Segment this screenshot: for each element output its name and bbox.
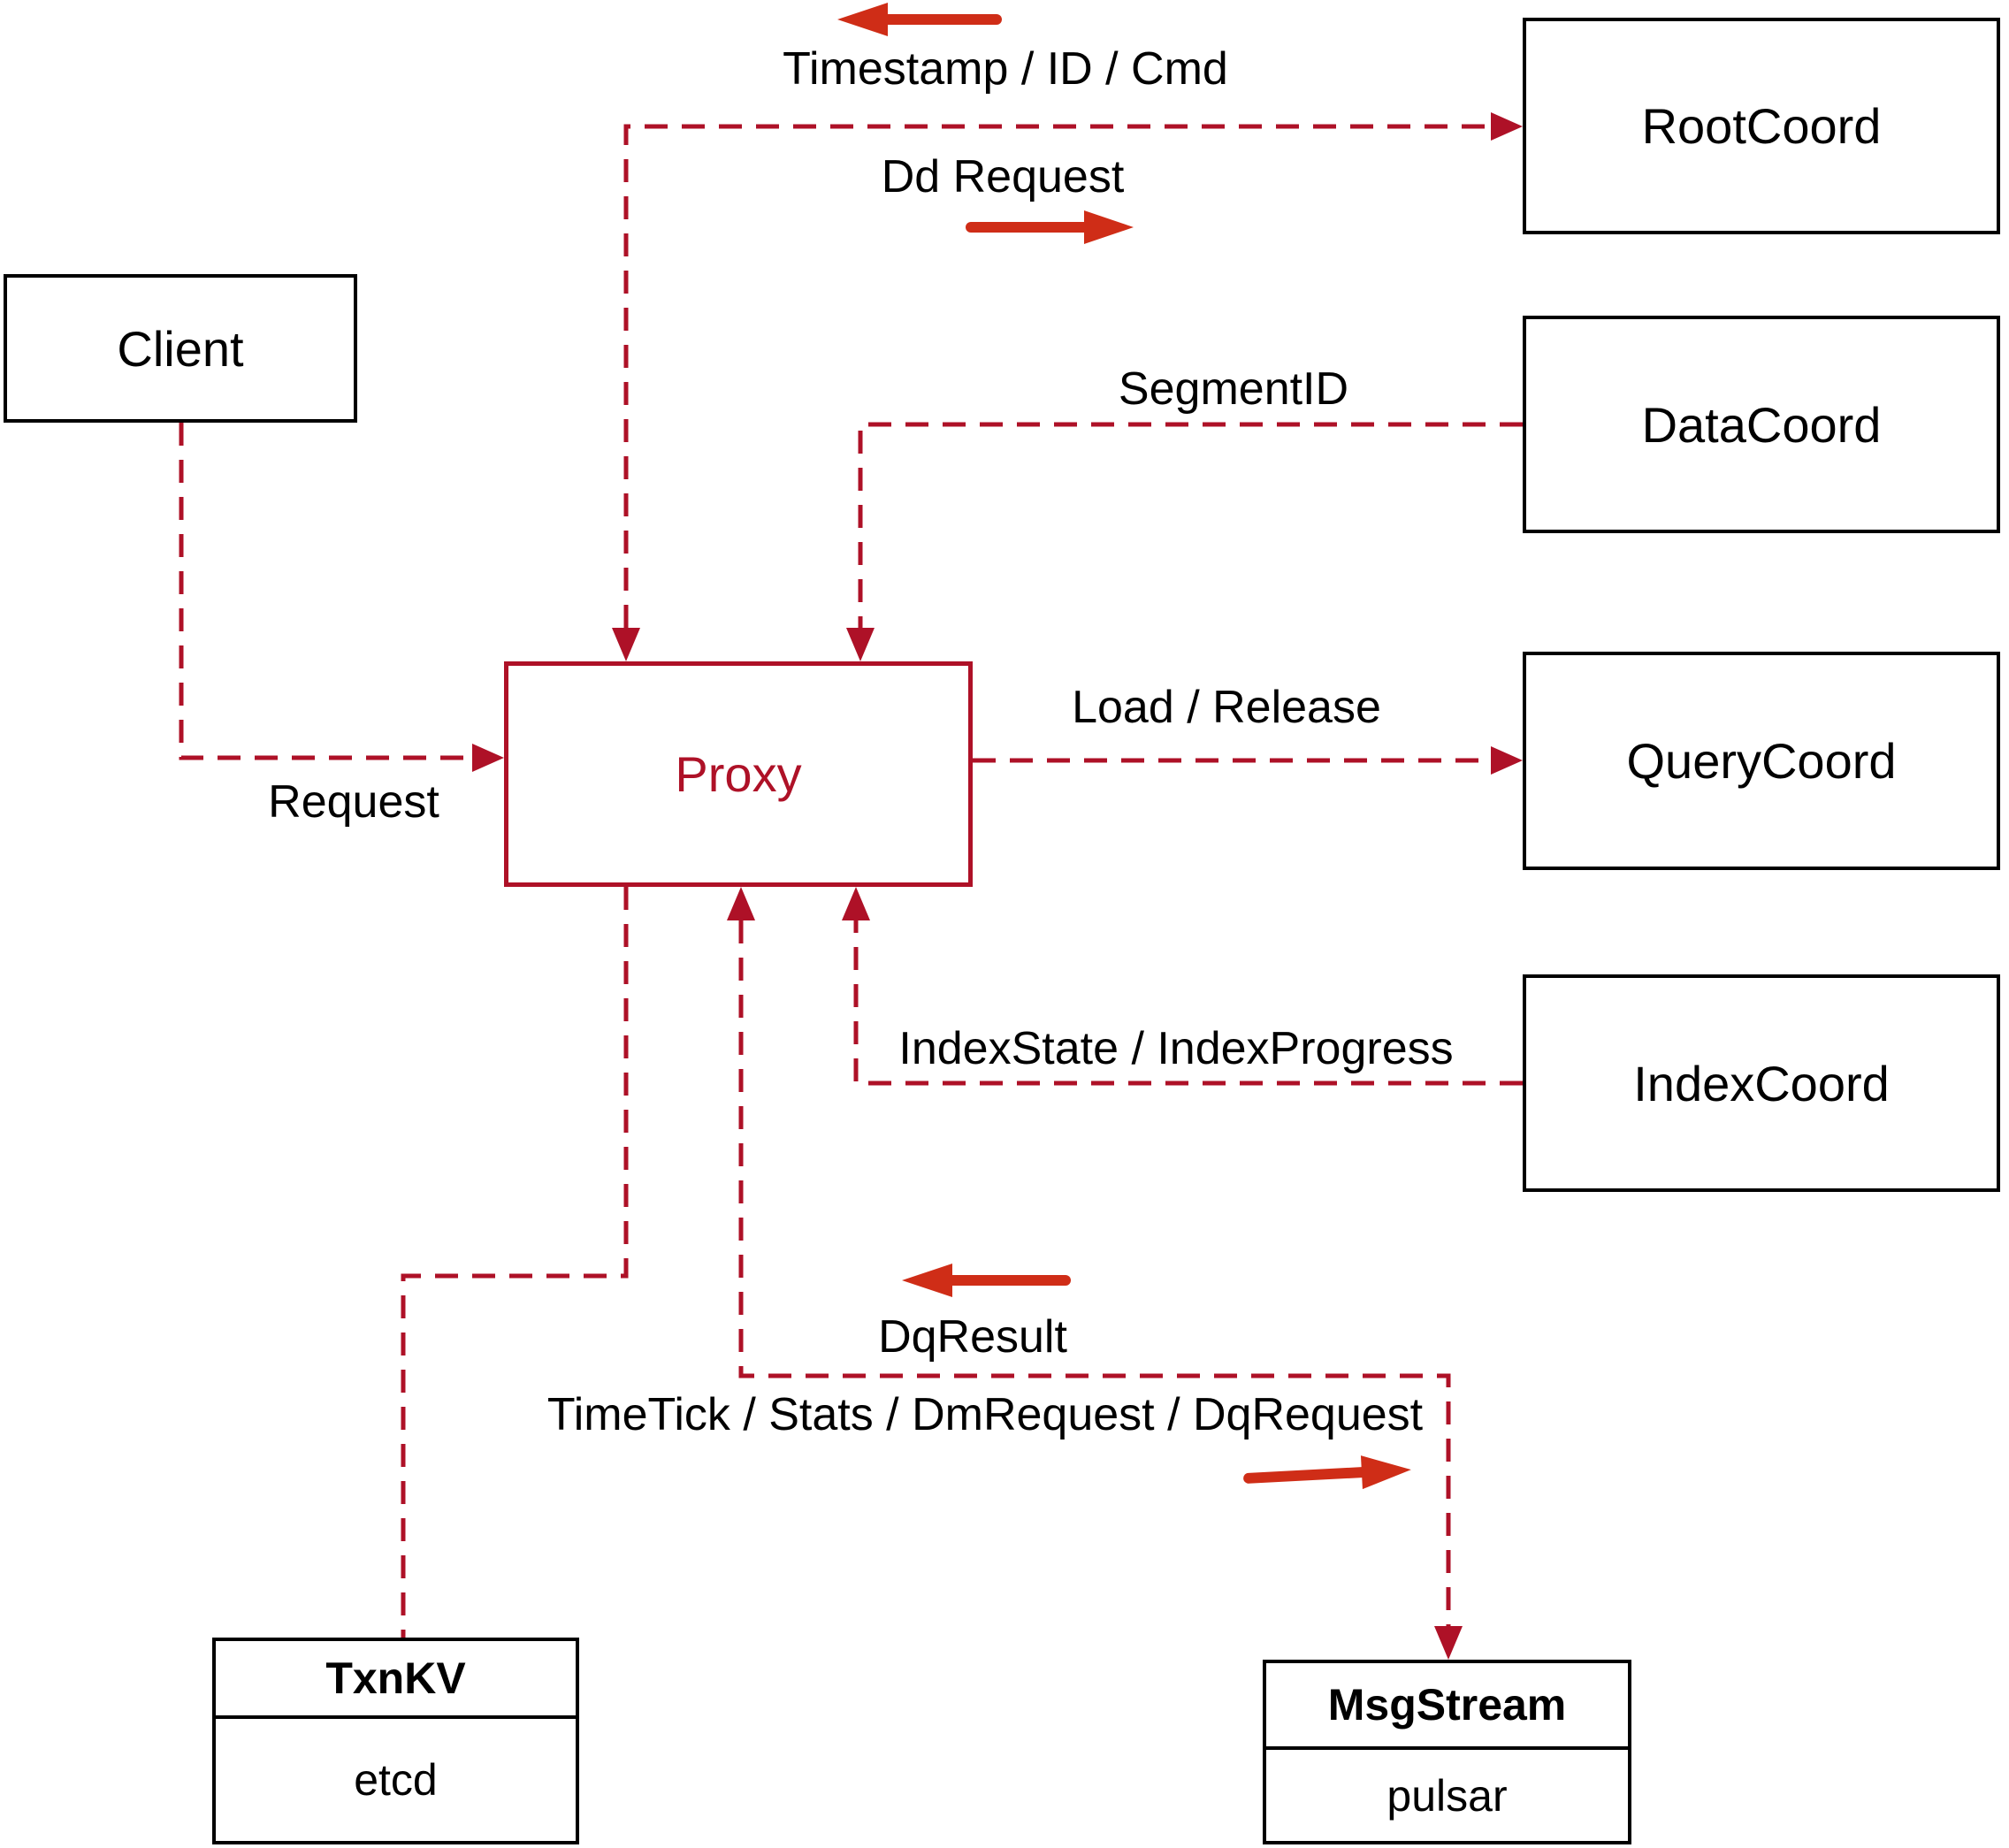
node-indexcoord: IndexCoord [1523, 974, 2000, 1192]
node-datacoord: DataCoord [1523, 316, 2000, 533]
edge-client-proxy [179, 423, 472, 760]
arrowhead-into-proxy-bottom-center-icon [727, 887, 755, 920]
indexcoord-label: IndexCoord [1633, 1055, 1890, 1111]
flow-left-arrow-dq-result-icon [902, 1264, 1071, 1297]
edge-label-request: Request [268, 776, 439, 828]
edge-datacoord-proxy [858, 422, 1523, 628]
flow-right-arrow-dd-request-icon [966, 210, 1134, 244]
edge-proxy-txnkv [401, 887, 629, 1638]
rootcoord-label: RootCoord [1641, 98, 1882, 154]
msgstream-impl: pulsar [1386, 1770, 1508, 1821]
edge-label-index-state: IndexState / IndexProgress [898, 1023, 1454, 1074]
txnkv-impl: etcd [354, 1755, 438, 1805]
arrowhead-into-proxy-left-icon [472, 744, 504, 772]
edge-label-segment-id: SegmentID [1118, 363, 1349, 415]
msgstream-title: MsgStream [1266, 1663, 1628, 1750]
edge-label-dd-request: Dd Request [881, 151, 1125, 202]
arrowhead-into-proxy-top-left-icon [612, 628, 640, 661]
flow-left-arrow-timestamp-icon [837, 3, 1002, 36]
node-txnkv: TxnKV etcd [212, 1638, 579, 1844]
node-querycoord: QueryCoord [1523, 652, 2000, 870]
edge-label-time-tick: TimeTick / Stats / DmRequest / DqRequest [546, 1389, 1424, 1440]
edge-proxy-msgstream [738, 920, 1451, 1626]
node-rootcoord: RootCoord [1523, 18, 2000, 234]
datacoord-label: DataCoord [1641, 396, 1882, 453]
node-msgstream: MsgStream pulsar [1263, 1660, 1631, 1844]
txnkv-title: TxnKV [216, 1641, 576, 1719]
edge-label-load-release: Load / Release [1072, 682, 1381, 733]
arrowhead-into-msgstream-icon [1434, 1626, 1463, 1660]
arrowhead-into-rootcoord-icon [1491, 112, 1523, 141]
proxy-label: Proxy [675, 746, 802, 802]
client-label: Client [117, 320, 244, 377]
arrowhead-into-proxy-top-right-icon [846, 628, 875, 661]
edge-label-dq-result: DqResult [878, 1311, 1067, 1363]
edge-proxy-rootcoord [623, 124, 1491, 628]
node-proxy: Proxy [504, 661, 973, 887]
node-client: Client [4, 274, 357, 423]
arrowhead-into-proxy-bottom-right-icon [842, 887, 870, 920]
edge-label-timestamp: Timestamp / ID / Cmd [783, 43, 1228, 95]
querycoord-label: QueryCoord [1626, 733, 1897, 789]
flow-right-arrow-time-tick-icon [1243, 1455, 1411, 1490]
arrowhead-into-querycoord-icon [1491, 746, 1523, 775]
